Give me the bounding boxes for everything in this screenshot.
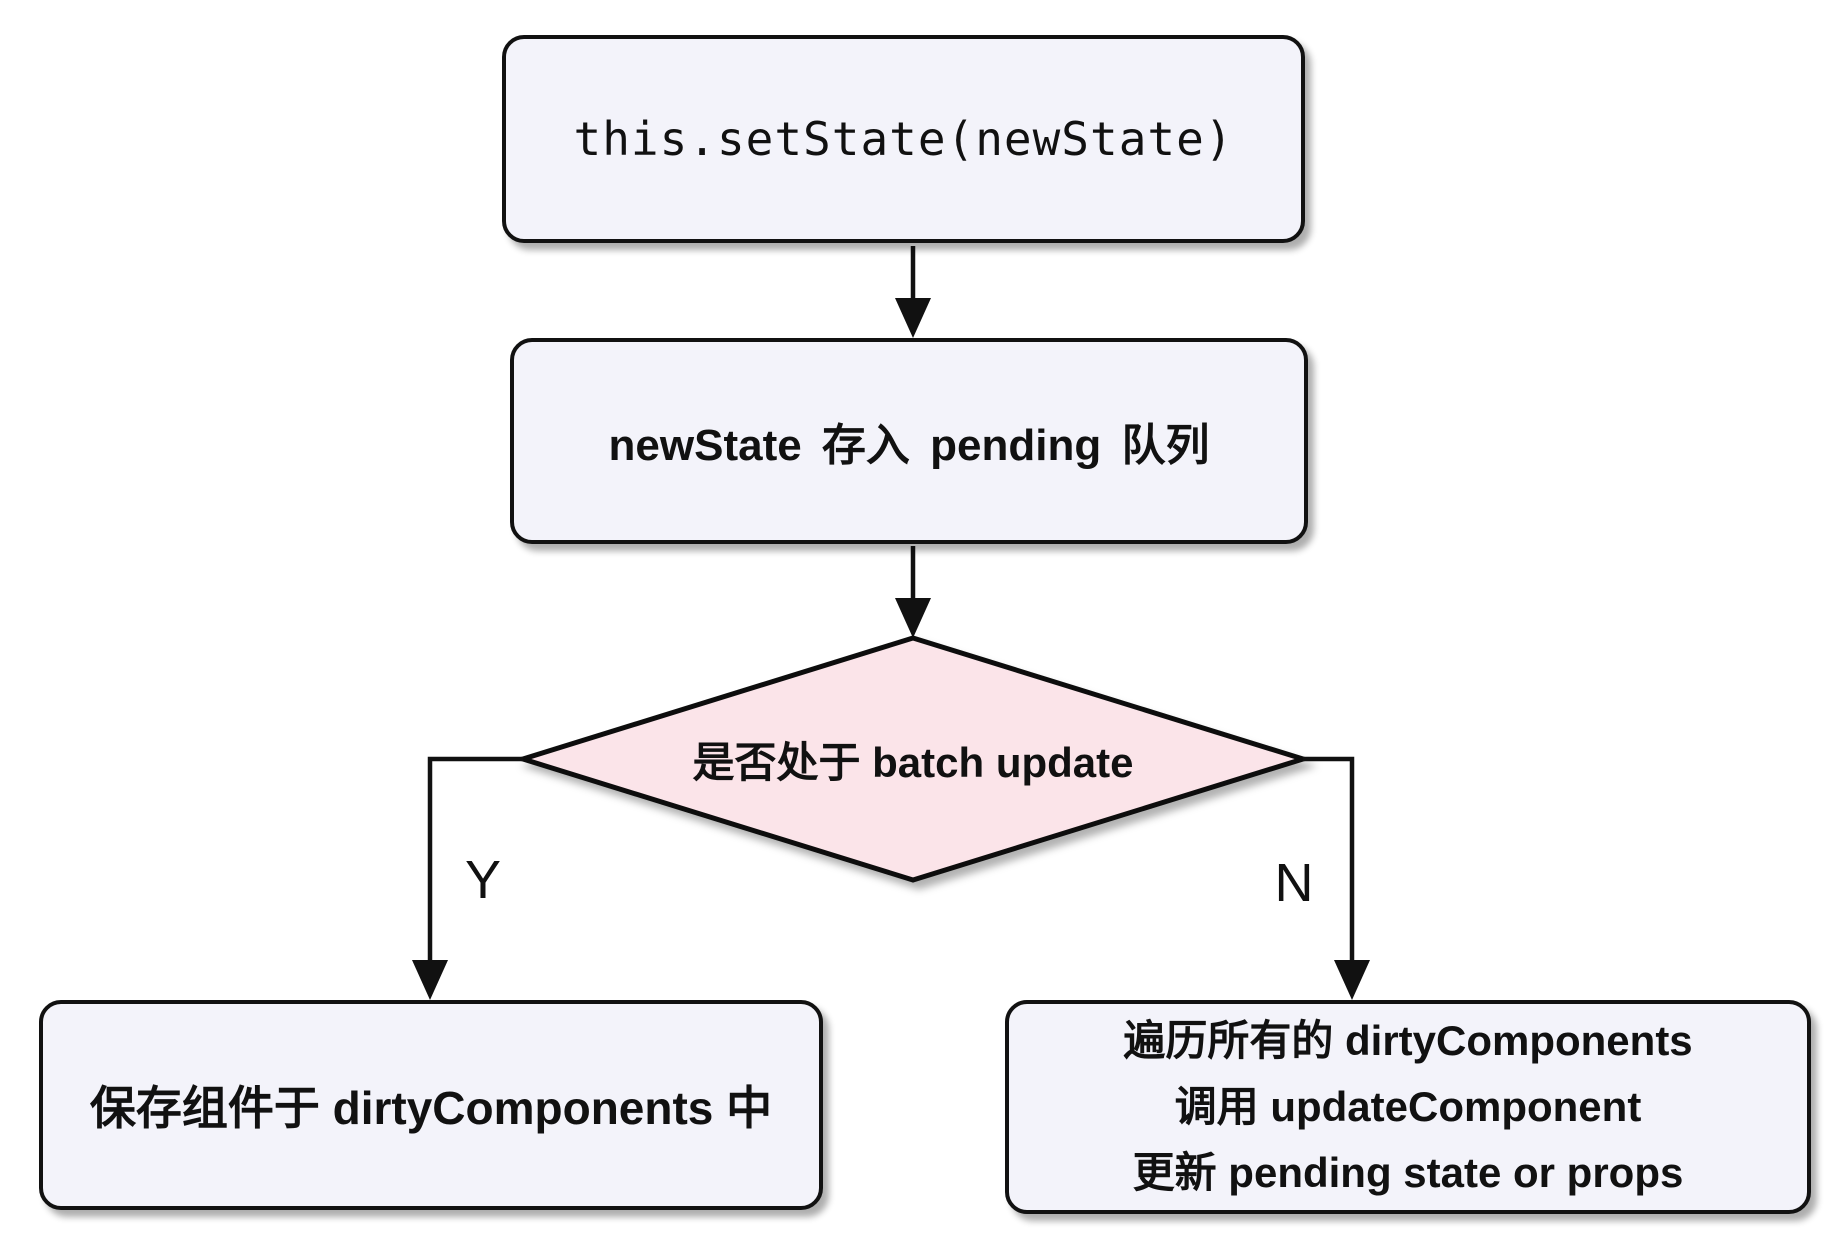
node-apply-updates-line-2: 调用 updateComponent	[1174, 1083, 1642, 1130]
node-save-dirty-components: 保存组件于 dirtyComponents 中	[39, 1000, 823, 1210]
node-pending-queue-label: newState 存入 pending 队列	[608, 421, 1210, 470]
node-pending-queue: newState 存入 pending 队列	[510, 338, 1308, 544]
node-apply-updates: 遍历所有的 dirtyComponents 调用 updateComponent…	[1005, 1000, 1811, 1214]
node-save-dirty-components-label: 保存组件于 dirtyComponents 中	[89, 1082, 773, 1134]
node-apply-updates-line-1: 遍历所有的 dirtyComponents	[1123, 1017, 1693, 1064]
node-set-state: this.setState(newState)	[502, 35, 1305, 243]
arrowhead	[895, 598, 931, 638]
arrowhead	[1334, 960, 1370, 1000]
branch-label-yes: Y	[464, 850, 502, 910]
edge-pending-to-decision	[895, 546, 931, 638]
decision-diamond	[514, 635, 1312, 883]
arrowhead	[895, 298, 931, 338]
edge-setstate-to-pending	[895, 246, 931, 338]
node-set-state-label: this.setState(newState)	[573, 112, 1234, 166]
edge-yes-branch	[412, 756, 523, 1000]
arrowhead	[412, 960, 448, 1000]
decision-label: 是否处于 batch update	[692, 738, 1134, 786]
edge-no-branch	[1303, 756, 1370, 1000]
branch-label-no: N	[1274, 853, 1314, 913]
node-apply-updates-line-3: 更新 pending state or props	[1132, 1149, 1684, 1196]
